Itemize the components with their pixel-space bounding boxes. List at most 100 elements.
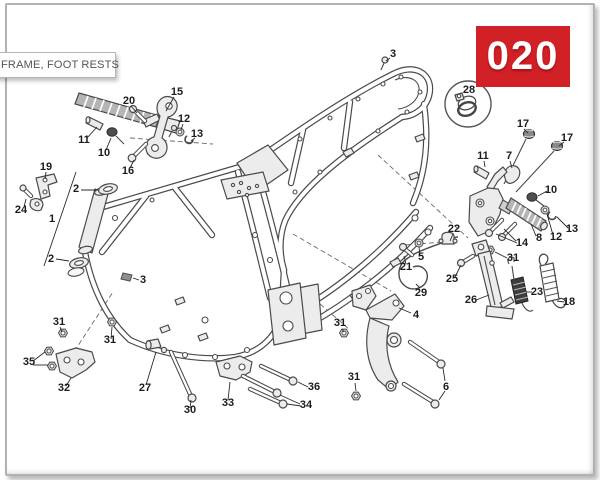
circlip — [184, 135, 194, 145]
callout-label-3: 3 — [140, 274, 146, 286]
callout-label-20: 20 — [123, 95, 135, 107]
callout-label-13: 13 — [191, 128, 203, 140]
callout-label-24: 24 — [15, 204, 28, 216]
callout-leader-line — [454, 264, 462, 278]
head-tube — [78, 188, 109, 254]
assembly-dash-line — [69, 291, 114, 359]
callout-label-10: 10 — [545, 184, 557, 196]
callout-leader-line — [286, 403, 302, 407]
bolt — [484, 217, 505, 238]
subframe-bolt — [380, 56, 389, 71]
spring-clip — [526, 192, 545, 207]
stand-leg — [477, 250, 504, 312]
callout-leader-line — [385, 57, 391, 62]
callout-leader-line — [403, 255, 407, 265]
callout-leader-lines — [23, 57, 569, 409]
callout-leader-line — [43, 171, 77, 267]
callout-label-26: 26 — [465, 294, 477, 306]
spring-clip — [106, 127, 125, 145]
hex-nut — [339, 328, 349, 338]
callout-leader-line — [341, 328, 345, 333]
callout-leader-line — [65, 377, 72, 387]
callout-leader-line — [145, 351, 157, 386]
callout-leader-line — [59, 326, 63, 333]
stand-bracket-assembly — [339, 284, 446, 409]
callout-label-2: 2 — [73, 183, 79, 195]
hex-nut — [47, 361, 57, 371]
callout-leader-line — [32, 351, 46, 362]
assembly-dash-line — [404, 241, 444, 246]
footrest-hanger — [145, 95, 178, 159]
callout-leader-line — [227, 381, 231, 401]
callout-leader-line — [449, 233, 454, 242]
callout-label-31: 31 — [348, 371, 360, 383]
assembly-dash-line — [292, 233, 392, 292]
callout-label-2: 2 — [48, 253, 54, 265]
callout-leader-line — [23, 198, 27, 208]
callout-label-25: 25 — [446, 273, 458, 285]
callout-leader-line — [475, 294, 490, 301]
bolt — [240, 373, 282, 398]
callout-label-12: 12 — [178, 113, 190, 125]
assembly-dash-line — [129, 137, 214, 145]
callout-leader-line — [558, 141, 565, 147]
callout-leader-line — [523, 128, 529, 134]
stand-foot — [485, 305, 515, 320]
callout-leader-line — [105, 137, 112, 151]
callout-label-31: 31 — [104, 334, 116, 346]
callout-leader-line — [494, 251, 508, 259]
callout-leader-line — [354, 382, 357, 392]
callout-label-4: 4 — [413, 309, 420, 321]
bolt — [398, 242, 415, 258]
callout-leader-line — [279, 394, 301, 405]
battery-tray-plate — [220, 171, 270, 200]
lever — [503, 165, 521, 184]
callout-label-31: 31 — [334, 317, 346, 329]
callout-leader-line — [86, 126, 98, 139]
bracket-arm — [366, 317, 399, 391]
callout-leader-line — [537, 190, 548, 197]
callout-leader-line — [415, 283, 421, 289]
washer — [414, 238, 424, 248]
callout-label-31: 31 — [53, 316, 65, 328]
pivot-plate-near — [267, 282, 307, 346]
hex-nut — [58, 328, 68, 338]
bolt — [456, 253, 476, 268]
callout-leader-line — [495, 233, 518, 244]
hex-nut — [351, 391, 361, 401]
callout-leader-line — [503, 228, 517, 242]
washer — [175, 127, 185, 137]
callout-label-36: 36 — [308, 381, 320, 393]
callout-label-10: 10 — [98, 147, 110, 159]
callout-label-23: 23 — [531, 286, 543, 298]
page-number-badge: 020 — [476, 26, 570, 87]
callout-label-11: 11 — [477, 150, 489, 162]
long-bolt — [168, 349, 197, 403]
callout-label-29: 29 — [415, 287, 427, 299]
callout-label-11: 11 — [78, 134, 90, 146]
callout-leader-line — [509, 160, 513, 169]
front-bracket — [19, 173, 58, 212]
diagram-title: FRAME, FOOT RESTS — [1, 59, 120, 71]
washer — [540, 205, 550, 215]
callout-label-33: 33 — [222, 397, 234, 409]
callout-leader-line — [129, 159, 135, 169]
stand-spring-dark — [507, 256, 534, 312]
callout-label-32: 32 — [58, 382, 70, 394]
side-stand-assembly — [471, 239, 567, 320]
callout-label-31: 31 — [507, 252, 519, 264]
callout-leader-line — [44, 171, 47, 180]
callout-leader-line — [483, 160, 486, 168]
footrest-bracket — [468, 187, 504, 237]
bolt — [247, 386, 288, 409]
bolt — [401, 381, 440, 409]
callout-leader-line — [418, 246, 421, 256]
bolt — [258, 363, 298, 386]
assembly-dash-line — [377, 154, 469, 239]
callout-leader-line — [556, 300, 565, 303]
callout-leader-line — [546, 213, 554, 236]
diagram-title-box: FRAME, FOOT RESTS — [0, 52, 120, 78]
callout-leader-line — [165, 96, 175, 112]
